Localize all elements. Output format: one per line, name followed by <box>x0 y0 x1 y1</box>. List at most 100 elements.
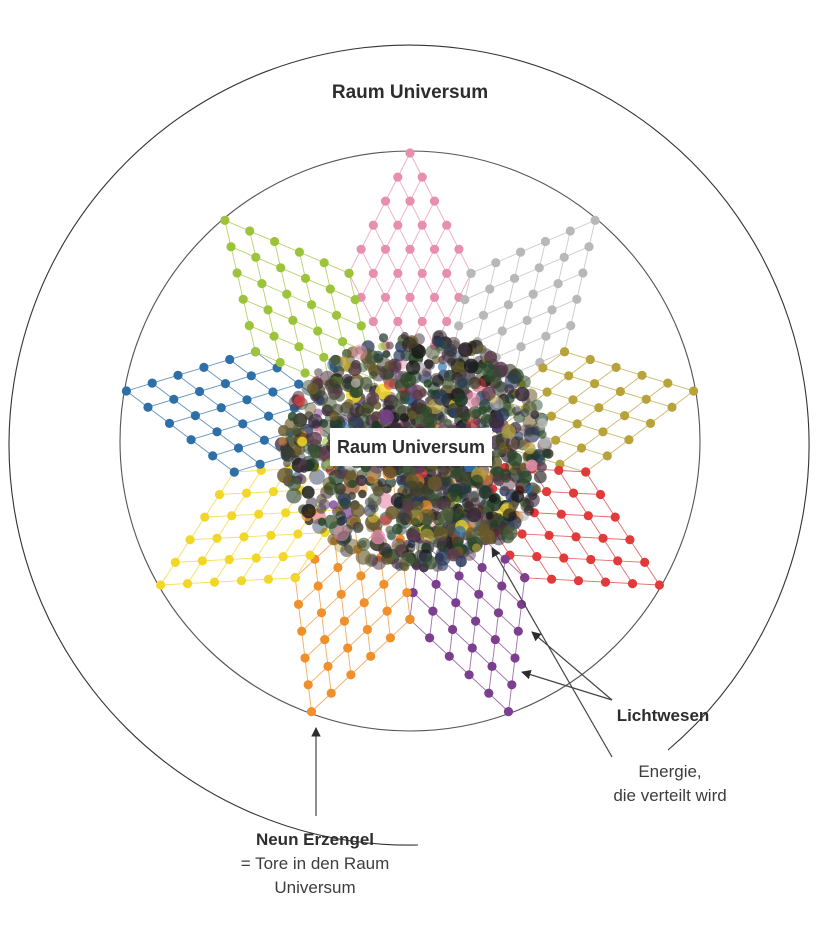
core-energy-dot <box>363 504 376 517</box>
core-energy-dot <box>385 341 394 350</box>
lichtwesen-dot <box>251 252 261 262</box>
lichtwesen-dot <box>405 148 415 158</box>
lattice-line <box>488 559 506 694</box>
lichtwesen-dot <box>382 606 392 616</box>
lichtwesen-dot <box>471 616 481 626</box>
core-energy-dot <box>452 467 463 478</box>
core-energy-dot <box>460 411 471 422</box>
lichtwesen-dot <box>600 577 611 587</box>
core-energy-dot <box>532 450 542 459</box>
lichtwesen-dot <box>464 670 474 680</box>
lichtwesen-dot <box>627 579 638 589</box>
lichtwesen-dot <box>380 244 391 254</box>
lichtwesen-dot <box>220 215 230 225</box>
lichtwesen-dot <box>451 598 461 608</box>
core-energy-dot <box>370 529 386 545</box>
lichtwesen-dot <box>454 571 464 581</box>
core-energy-dot <box>366 472 379 484</box>
core-energy-dot <box>483 371 496 383</box>
core-energy-dot <box>280 446 296 462</box>
core-energy-dot <box>501 424 516 439</box>
lichtwesen-dot <box>294 342 304 352</box>
lichtwesen-dot <box>199 362 209 372</box>
core-energy-dot <box>343 467 359 483</box>
core-energy-dot <box>406 529 420 543</box>
lattice-line <box>236 272 362 327</box>
energie-label: Energie, die verteilt wird <box>585 760 755 808</box>
core-energy-dot <box>306 382 319 395</box>
erzengel-title: Neun Erzengel <box>255 830 375 849</box>
lichtwesen-dot <box>307 300 317 310</box>
core-energy-dot <box>491 475 502 485</box>
core-energy-dot <box>322 396 337 412</box>
core-energy-dot <box>294 444 306 455</box>
core-energy-dot <box>400 562 410 572</box>
lichtwesen-dot <box>320 527 330 538</box>
lattice-line <box>470 219 596 274</box>
lichtwesen-dot <box>344 268 354 278</box>
core-energy-dot <box>507 452 523 467</box>
core-energy-dot <box>308 413 323 429</box>
lichtwesen-dot <box>544 530 554 541</box>
lichtwesen-dot <box>220 379 230 389</box>
lattice-line <box>464 246 590 300</box>
lichtwesen-dot <box>509 273 520 283</box>
center-label-box: Raum Universum <box>330 428 492 466</box>
lichtwesen-dot <box>573 576 584 586</box>
core-energy-dot <box>323 481 338 496</box>
lattice-line <box>294 577 312 712</box>
core-energy-dot <box>477 344 487 354</box>
lichtwesen-dot <box>293 599 304 610</box>
lichtwesen-dot <box>393 268 403 278</box>
core-energy-dot <box>423 555 438 570</box>
core-energy-dot <box>425 344 440 360</box>
lichtwesen-dot <box>216 403 226 413</box>
lattice-line <box>524 577 660 586</box>
core-energy-dot <box>366 391 380 405</box>
core-energy-dot <box>285 431 297 443</box>
core-energy-dot <box>369 370 378 380</box>
lichtwesen-dot <box>478 310 489 320</box>
lichtwesen-dot <box>583 511 593 521</box>
lichtwesen-dot <box>405 244 415 254</box>
lichtwesen-dot <box>282 289 292 299</box>
lichtwesen-dot <box>615 386 626 397</box>
lichtwesen-dot <box>578 268 588 278</box>
core-energy-dot <box>458 343 471 356</box>
lichtwesen-dot <box>380 196 391 206</box>
lichtwesen-dot <box>428 606 438 616</box>
lichtwesen-dot <box>590 379 600 389</box>
lichtwesen-dot <box>522 315 532 325</box>
core-energy-dot <box>505 436 521 451</box>
lichtwesen-dot <box>320 635 330 645</box>
lichtwesen-dot <box>487 661 497 672</box>
core-energy-dot <box>523 427 540 443</box>
lichtwesen-dot <box>405 196 415 206</box>
core-energy-dot <box>337 492 351 507</box>
core-energy-dot <box>472 543 481 553</box>
core-energy-dot <box>330 354 341 365</box>
lichtwesen-dot <box>257 279 267 289</box>
lichtwesen-dot <box>242 395 252 405</box>
lichtwesen-dot <box>534 263 544 273</box>
core-energy-dot <box>410 500 423 513</box>
lichtwesen-dot <box>164 418 175 428</box>
lattice-line <box>508 577 526 712</box>
lichtwesen-dot <box>610 512 620 522</box>
lattice-line <box>190 532 325 541</box>
erzengel-line-3: Universum <box>274 878 356 897</box>
lichtwesen-dot <box>624 435 634 445</box>
lichtwesen-dot <box>559 252 569 262</box>
core-energy-dot <box>380 514 391 526</box>
core-energy-dot <box>335 510 346 522</box>
core-energy-dot <box>349 403 364 418</box>
lichtwesen-dot <box>564 371 574 381</box>
core-energy-dot <box>378 333 389 343</box>
core-energy-dot <box>390 492 406 508</box>
core-energy-dot <box>537 430 547 439</box>
lichtwesen-dot <box>323 661 333 672</box>
core-energy-dot <box>531 484 541 495</box>
core-energy-dot <box>292 423 305 436</box>
lichtwesen-dot <box>393 316 403 327</box>
lichtwesen-dot <box>429 196 440 206</box>
